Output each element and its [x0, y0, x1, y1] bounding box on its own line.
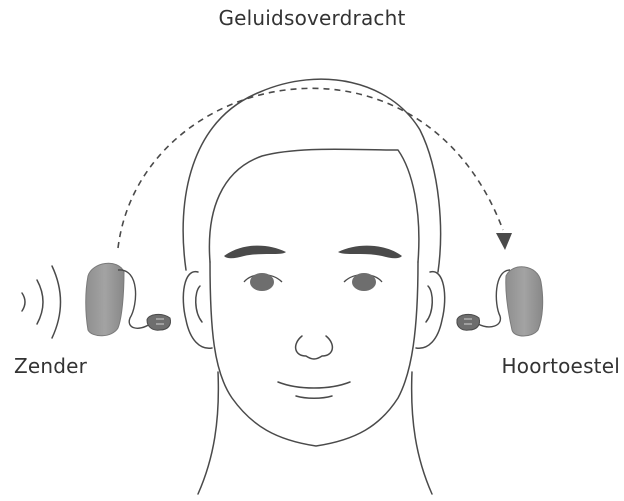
sound-waves-icon [22, 266, 61, 338]
nose [296, 336, 333, 359]
mouth [278, 382, 350, 388]
sender-device-icon [86, 263, 171, 335]
face-outline [210, 262, 418, 446]
hearing-aid-device-icon [457, 267, 543, 336]
transfer-label: Geluidsoverdracht [0, 6, 624, 30]
arrow-head-icon [496, 233, 512, 250]
left-ear [183, 272, 212, 349]
eyebrows [224, 246, 402, 259]
hairline [209, 149, 418, 262]
eyes [244, 273, 382, 291]
receiver-label: Hoortoestel [502, 354, 620, 378]
neck-left [198, 372, 218, 494]
right-ear [416, 272, 445, 349]
sender-label: Zender [14, 354, 87, 378]
head-illustration [183, 79, 445, 494]
neck-right [412, 372, 432, 494]
transfer-arc [118, 88, 503, 248]
